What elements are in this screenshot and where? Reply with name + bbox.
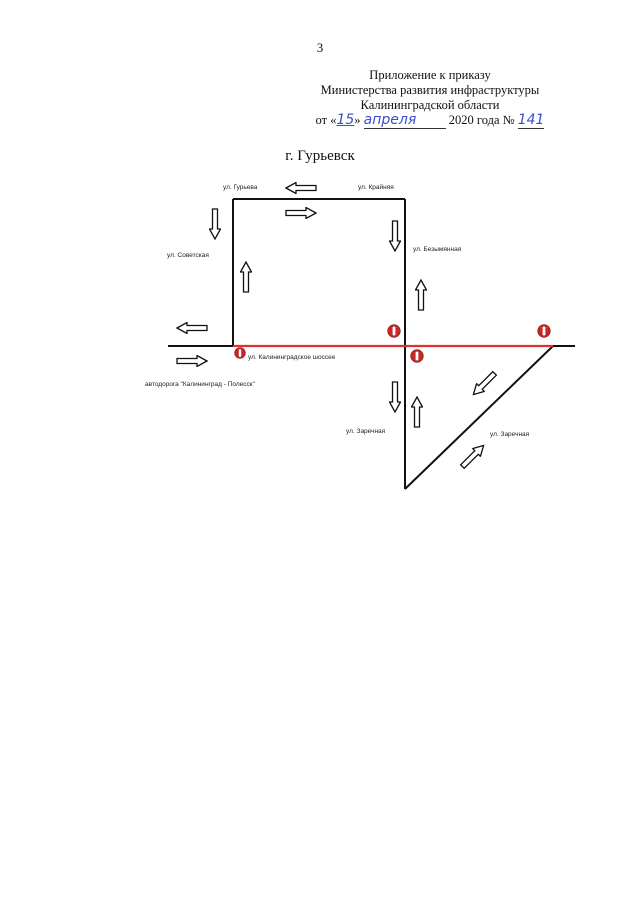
label-zarechnaya-right: ул. Заречная <box>490 431 530 438</box>
appendix-line-1: Приложение к приказу <box>369 68 491 82</box>
appendix-line-2: Министерства развития инфраструктуры <box>320 83 540 97</box>
order-quote-close: » <box>354 113 361 127</box>
label-bezymyannaya: ул. Безымянная <box>413 246 462 253</box>
order-year-label: 2020 года № <box>448 113 515 127</box>
road-network <box>168 198 575 490</box>
arrow-up-right-icon <box>457 440 489 472</box>
road-zarechnaya-diagonal <box>404 345 554 490</box>
arrow-up-icon <box>411 396 423 428</box>
no-entry-sign-icon <box>410 349 424 363</box>
appendix-header: Приложение к приказу Министерства развит… <box>280 68 580 129</box>
label-guryeva: ул. Гурьева <box>223 184 258 191</box>
arrow-left-icon <box>176 322 208 334</box>
arrow-down-icon <box>209 208 221 240</box>
page-number: 3 <box>316 40 324 55</box>
label-zarechnaya-left: ул. Заречная <box>346 428 386 435</box>
arrow-down-left-icon <box>468 368 500 400</box>
arrow-up-icon <box>415 279 427 311</box>
no-entry-sign-icon <box>537 324 551 338</box>
label-krainyaya: ул. Крайняя <box>358 183 394 191</box>
arrow-right-icon <box>285 207 317 219</box>
no-entry-sign-icon <box>234 347 246 359</box>
label-kaliningradskoe: ул. Калининградское шоссее <box>248 354 336 361</box>
order-date-line: от «15» апреля 2020 года № 141 <box>280 113 580 129</box>
order-from-label: от « <box>315 113 337 127</box>
order-number: 141 <box>517 112 545 129</box>
order-day: 15 <box>336 112 355 128</box>
no-entry-sign-icon <box>387 324 401 338</box>
arrow-left-icon <box>285 182 317 194</box>
city-title: г. Гурьевск <box>285 148 355 164</box>
appendix-line-3: Калининградской области <box>360 98 500 112</box>
arrow-down-icon <box>389 220 401 252</box>
label-highway: автодорога "Калининград - Полесск" <box>145 381 256 388</box>
arrow-right-icon <box>176 355 208 367</box>
label-sovetskaya: ул. Советская <box>167 252 209 259</box>
order-month: апреля <box>363 113 446 129</box>
arrow-up-icon <box>240 261 252 293</box>
arrow-down-icon <box>389 381 401 413</box>
